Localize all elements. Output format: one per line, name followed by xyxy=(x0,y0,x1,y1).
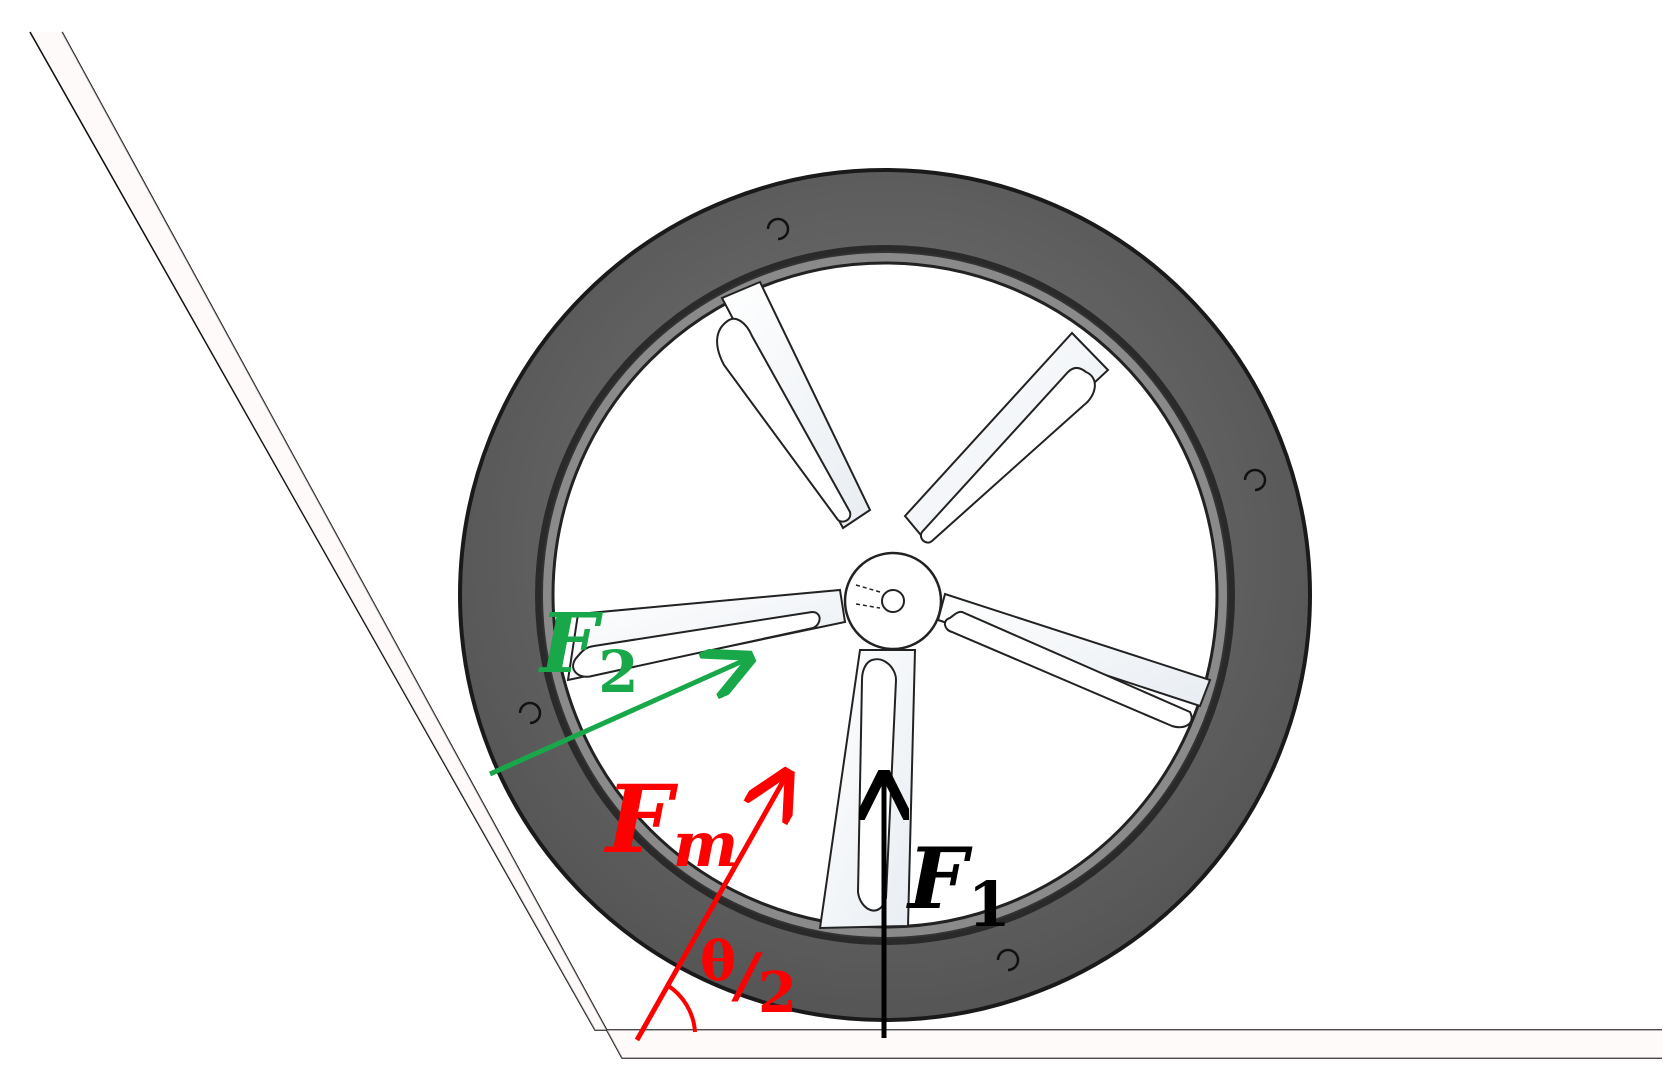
f2-label-main: F xyxy=(538,596,603,692)
angle-label: θ/2 xyxy=(700,929,797,1026)
angle-label-sep: / xyxy=(731,941,763,1011)
f1-label-sub: 1 xyxy=(968,868,1011,941)
incline-surface xyxy=(29,31,1662,1059)
tire-bolts xyxy=(518,217,1267,972)
f1-label: F1 xyxy=(906,829,1011,941)
fm-arrow xyxy=(634,778,785,1042)
angle-label-sub: 2 xyxy=(758,960,797,1026)
wheel xyxy=(458,168,1312,1022)
angle-label-main: θ xyxy=(700,929,736,993)
angle-arc xyxy=(665,983,697,1033)
f1-label-main: F xyxy=(906,829,973,928)
f2-arrow xyxy=(488,660,745,777)
fm-label-main: F xyxy=(603,765,679,875)
spokes xyxy=(566,280,1212,930)
f2-label-sub: 2 xyxy=(598,638,638,706)
fm-label-sub: m xyxy=(673,808,739,881)
hub xyxy=(843,551,943,651)
f2-label: F2 xyxy=(538,596,639,706)
fm-label: Fm xyxy=(603,765,738,881)
